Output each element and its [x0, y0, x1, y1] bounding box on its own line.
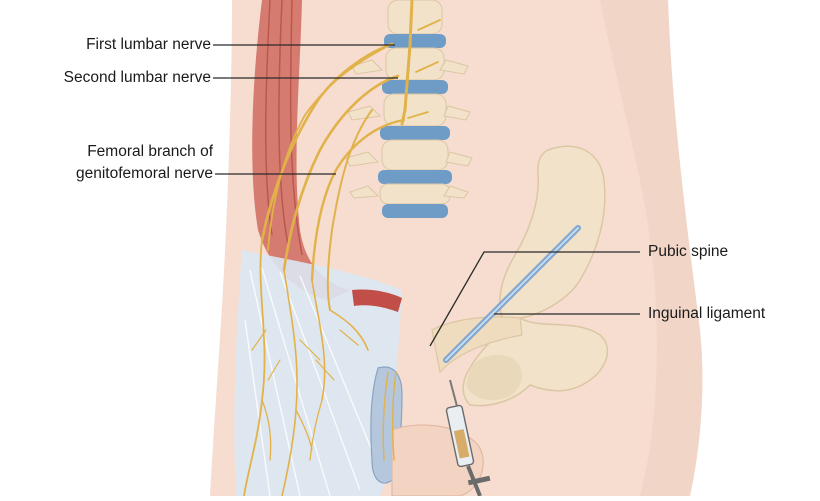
- label-femoral-branch-line1: Femoral branch of: [0, 142, 213, 162]
- label-femoral-branch-line2: genitofemoral nerve: [0, 164, 213, 184]
- label-second-lumbar-nerve: Second lumbar nerve: [0, 68, 211, 88]
- label-first-lumbar-nerve: First lumbar nerve: [0, 35, 211, 55]
- label-inguinal-ligament: Inguinal ligament: [648, 304, 765, 324]
- label-pubic-spine: Pubic spine: [648, 242, 728, 262]
